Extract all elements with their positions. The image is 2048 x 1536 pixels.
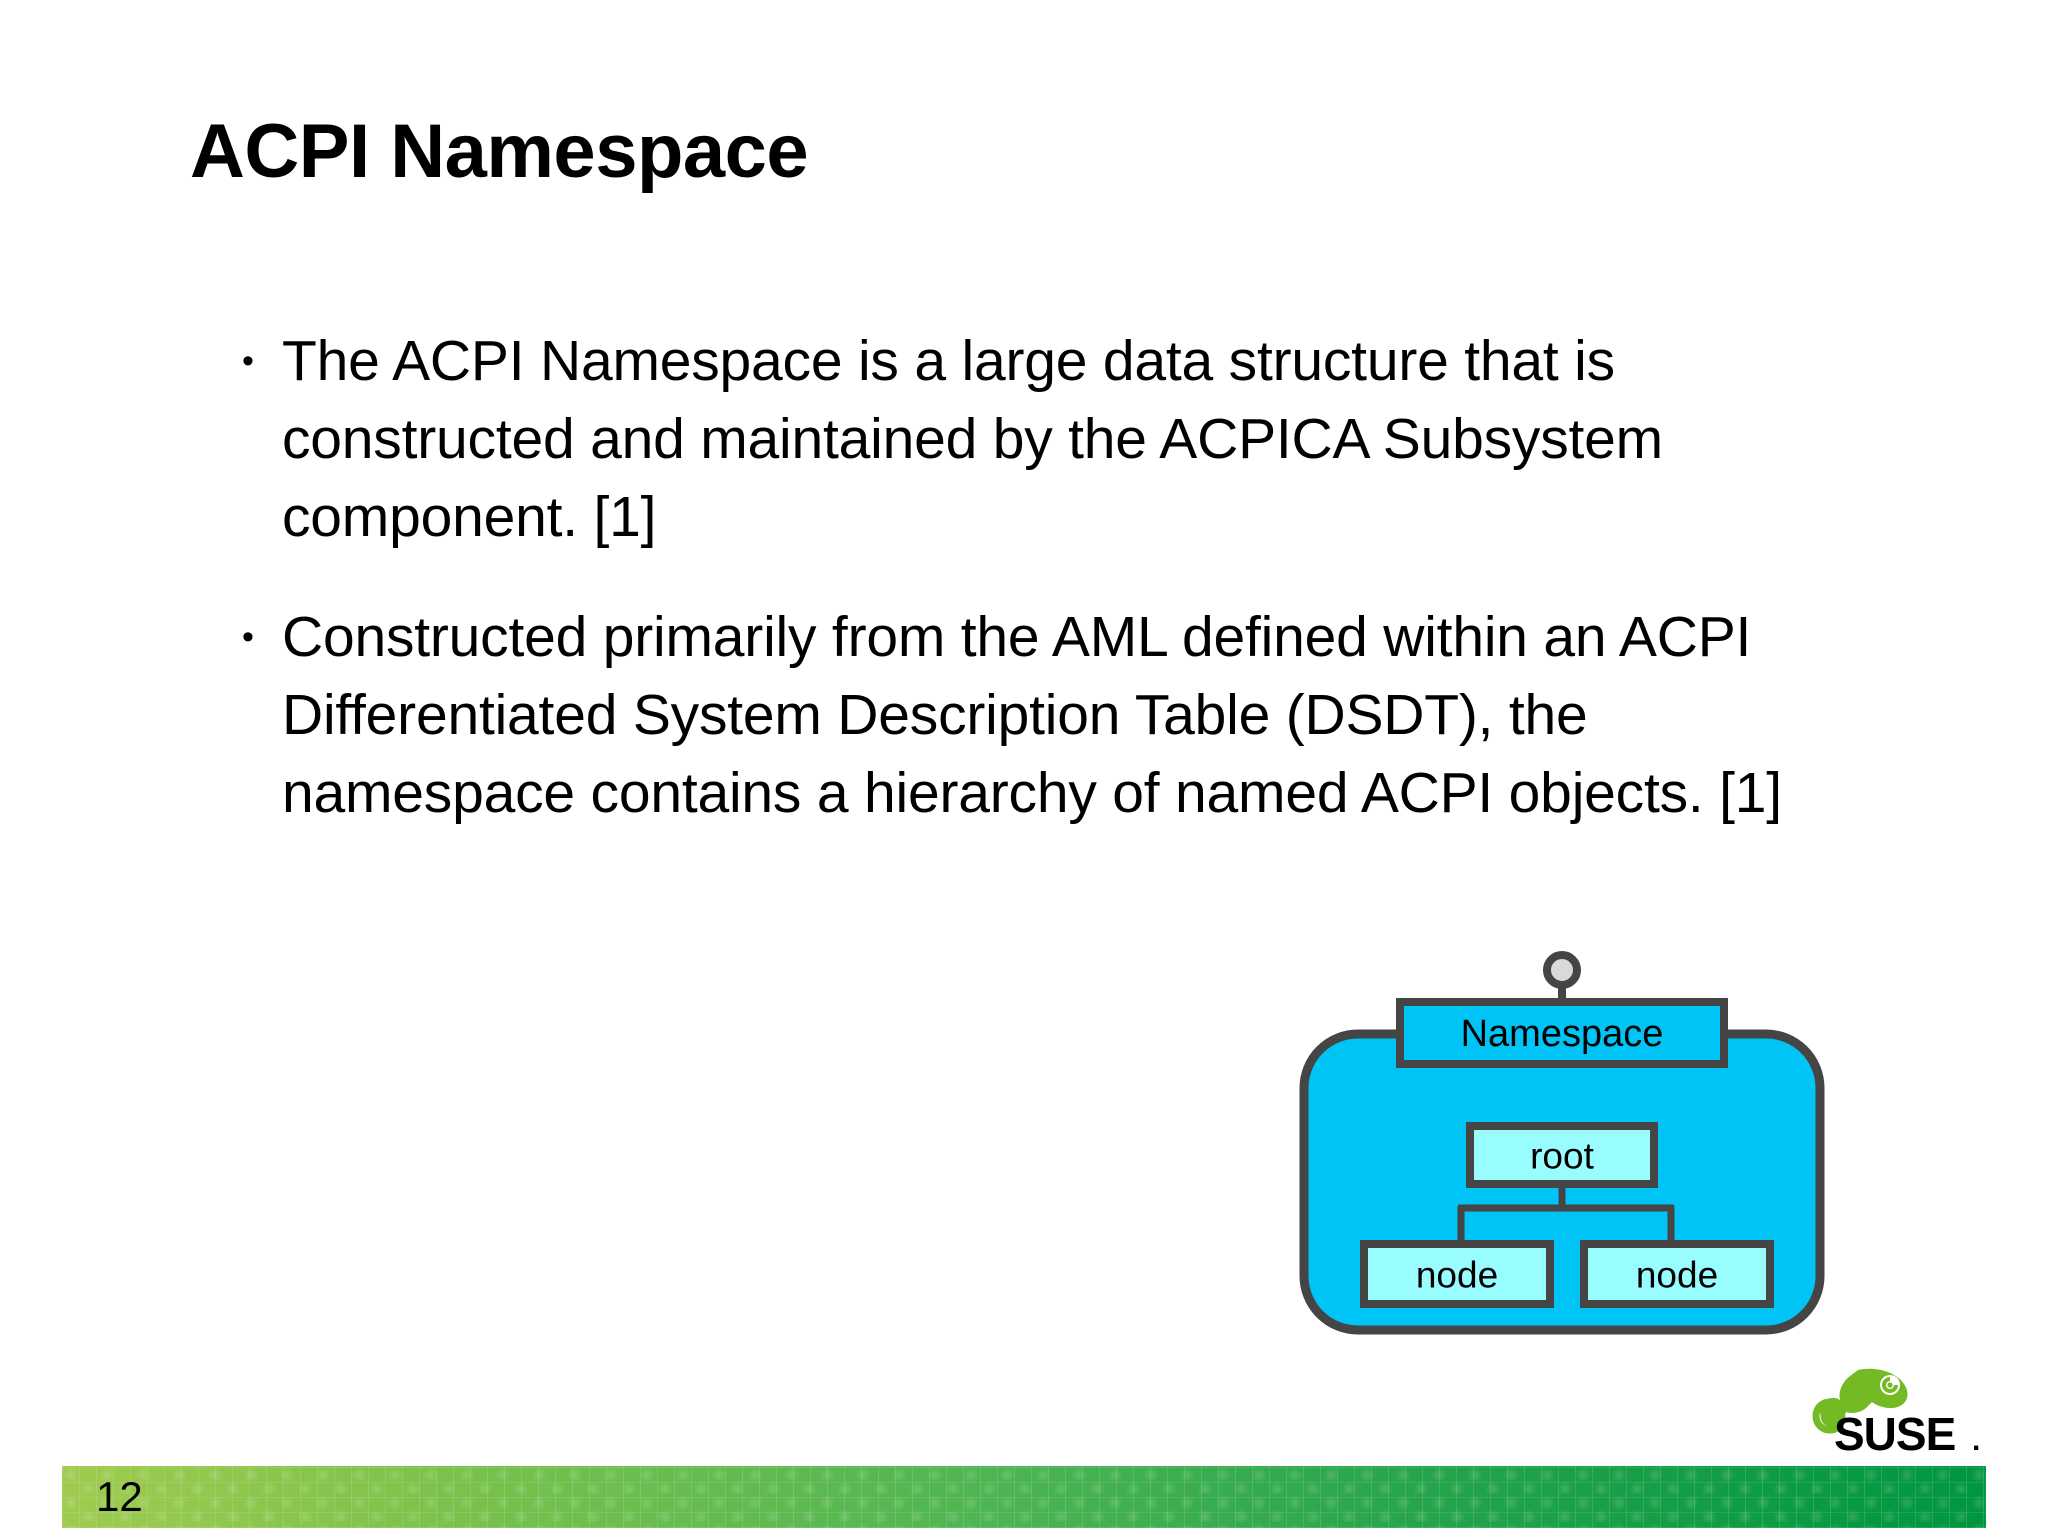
chameleon-icon bbox=[1812, 1368, 1908, 1434]
footer-pattern bbox=[62, 1466, 1986, 1528]
list-item-text: The ACPI Namespace is a large data struc… bbox=[282, 329, 1663, 549]
namespace-label-text: Namespace bbox=[1461, 1013, 1664, 1055]
suse-logo: SUSE . bbox=[1800, 1368, 2000, 1468]
bullet-marker-icon: • bbox=[242, 342, 254, 380]
list-item: • The ACPI Namespace is a large data str… bbox=[238, 322, 1868, 556]
list-item: • Constructed primarily from the AML def… bbox=[238, 598, 1868, 832]
suse-wordmark-suffix: . bbox=[1972, 1424, 1980, 1457]
page-title: ACPI Namespace bbox=[190, 109, 809, 194]
suse-wordmark: SUSE bbox=[1834, 1408, 1955, 1460]
namespace-label-box bbox=[1396, 998, 1728, 1068]
page-number: 12 bbox=[96, 1473, 143, 1520]
tree-node-left-box bbox=[1360, 1240, 1554, 1308]
tree-node-right-label: node bbox=[1636, 1255, 1718, 1296]
bullet-list: • The ACPI Namespace is a large data str… bbox=[238, 322, 1868, 874]
bullet-marker-icon: • bbox=[242, 618, 254, 656]
tree-node-right-box bbox=[1580, 1240, 1774, 1308]
tree-node-root-label: root bbox=[1530, 1136, 1594, 1177]
tree-node-left-label: node bbox=[1416, 1255, 1498, 1296]
footer-bar: 12 bbox=[62, 1466, 1986, 1528]
tree-node-root-box bbox=[1466, 1122, 1658, 1188]
namespace-connector-circle bbox=[1543, 951, 1581, 989]
namespace-diagram: Namespace root node node bbox=[1292, 948, 1832, 1348]
list-item-text: Constructed primarily from the AML defin… bbox=[282, 605, 1782, 825]
